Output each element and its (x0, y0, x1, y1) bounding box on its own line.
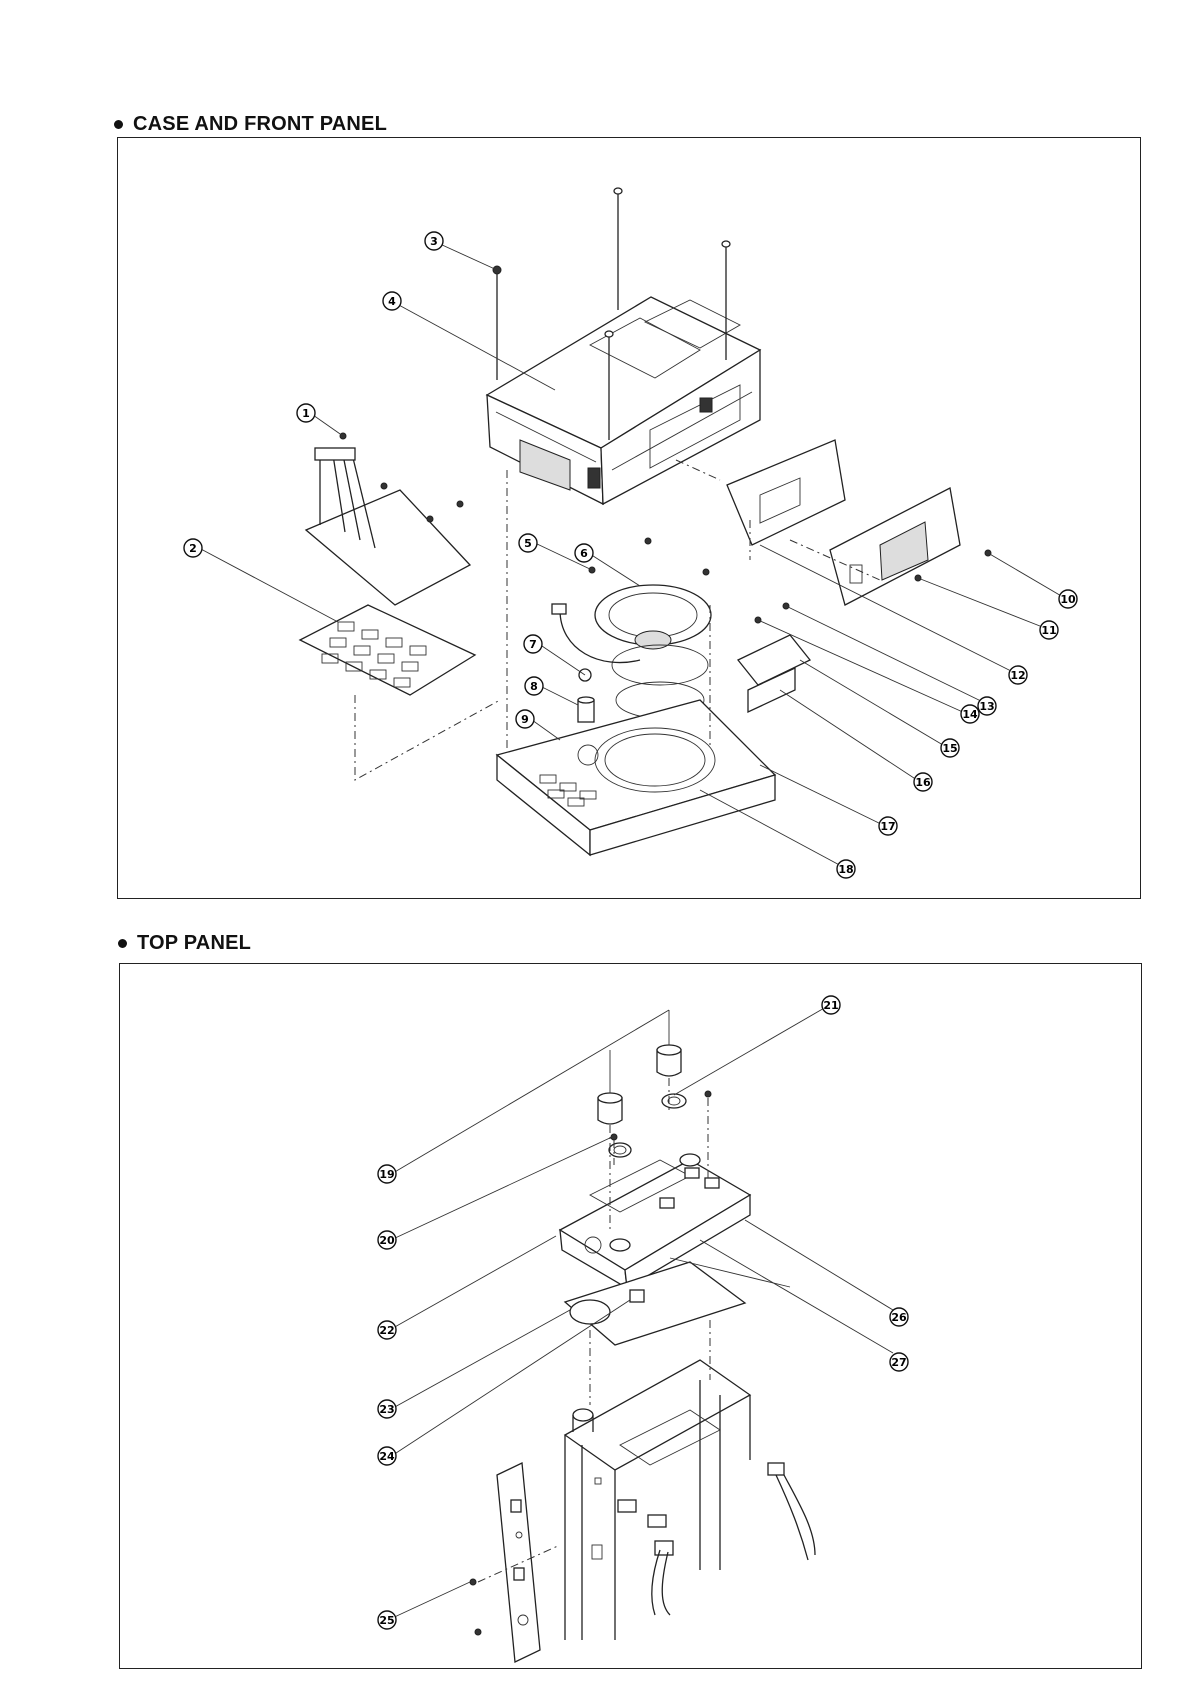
callout-1: 1 (297, 404, 315, 422)
callout-20: 20 (378, 1231, 396, 1249)
callout-25: 25 (378, 1611, 396, 1629)
callout-number: 26 (891, 1311, 907, 1324)
callout-11: 11 (1040, 621, 1058, 639)
callout-14: 14 (961, 705, 979, 723)
callout-number: 10 (1060, 593, 1076, 606)
callout-2: 2 (184, 539, 202, 557)
callout-number: 1 (302, 407, 310, 420)
callout-7: 7 (524, 635, 542, 653)
callout-number: 15 (942, 742, 957, 755)
callout-4: 4 (383, 292, 401, 310)
callout-number: 12 (1010, 669, 1025, 682)
callout-number: 24 (379, 1450, 395, 1463)
callout-number: 14 (962, 708, 978, 721)
callout-23: 23 (378, 1400, 396, 1418)
callout-16: 16 (914, 773, 932, 791)
callout-number: 2 (189, 542, 197, 555)
callout-22: 22 (378, 1321, 396, 1339)
callout-3: 3 (425, 232, 443, 250)
callout-12: 12 (1009, 666, 1027, 684)
callout-18: 18 (837, 860, 855, 878)
callout-13: 13 (978, 697, 996, 715)
callout-number: 22 (379, 1324, 394, 1337)
callout-number: 25 (379, 1614, 394, 1627)
callout-21: 21 (822, 996, 840, 1014)
callout-9: 9 (516, 710, 534, 728)
callout-5: 5 (519, 534, 537, 552)
callout-number: 21 (823, 999, 838, 1012)
callout-number: 23 (379, 1403, 394, 1416)
callout-number: 13 (979, 700, 994, 713)
callout-number: 9 (521, 713, 529, 726)
callout-17: 17 (879, 817, 897, 835)
callout-8: 8 (525, 677, 543, 695)
callout-15: 15 (941, 739, 959, 757)
callout-number: 6 (580, 547, 588, 560)
callout-19: 19 (378, 1165, 396, 1183)
callout-number: 4 (388, 295, 396, 308)
callout-number: 20 (379, 1234, 395, 1247)
callout-24: 24 (378, 1447, 396, 1465)
callout-27: 27 (890, 1353, 908, 1371)
callout-26: 26 (890, 1308, 908, 1326)
callout-number: 17 (880, 820, 895, 833)
callout-10: 10 (1059, 590, 1077, 608)
callout-number: 18 (838, 863, 853, 876)
callout-6: 6 (575, 544, 593, 562)
callout-number: 7 (529, 638, 537, 651)
callout-number: 8 (530, 680, 538, 693)
callout-number: 16 (915, 776, 931, 789)
callout-number: 27 (891, 1356, 906, 1369)
callout-number: 3 (430, 235, 438, 248)
callout-number: 11 (1041, 624, 1056, 637)
callout-number: 5 (524, 537, 532, 550)
callout-number: 19 (379, 1168, 394, 1181)
